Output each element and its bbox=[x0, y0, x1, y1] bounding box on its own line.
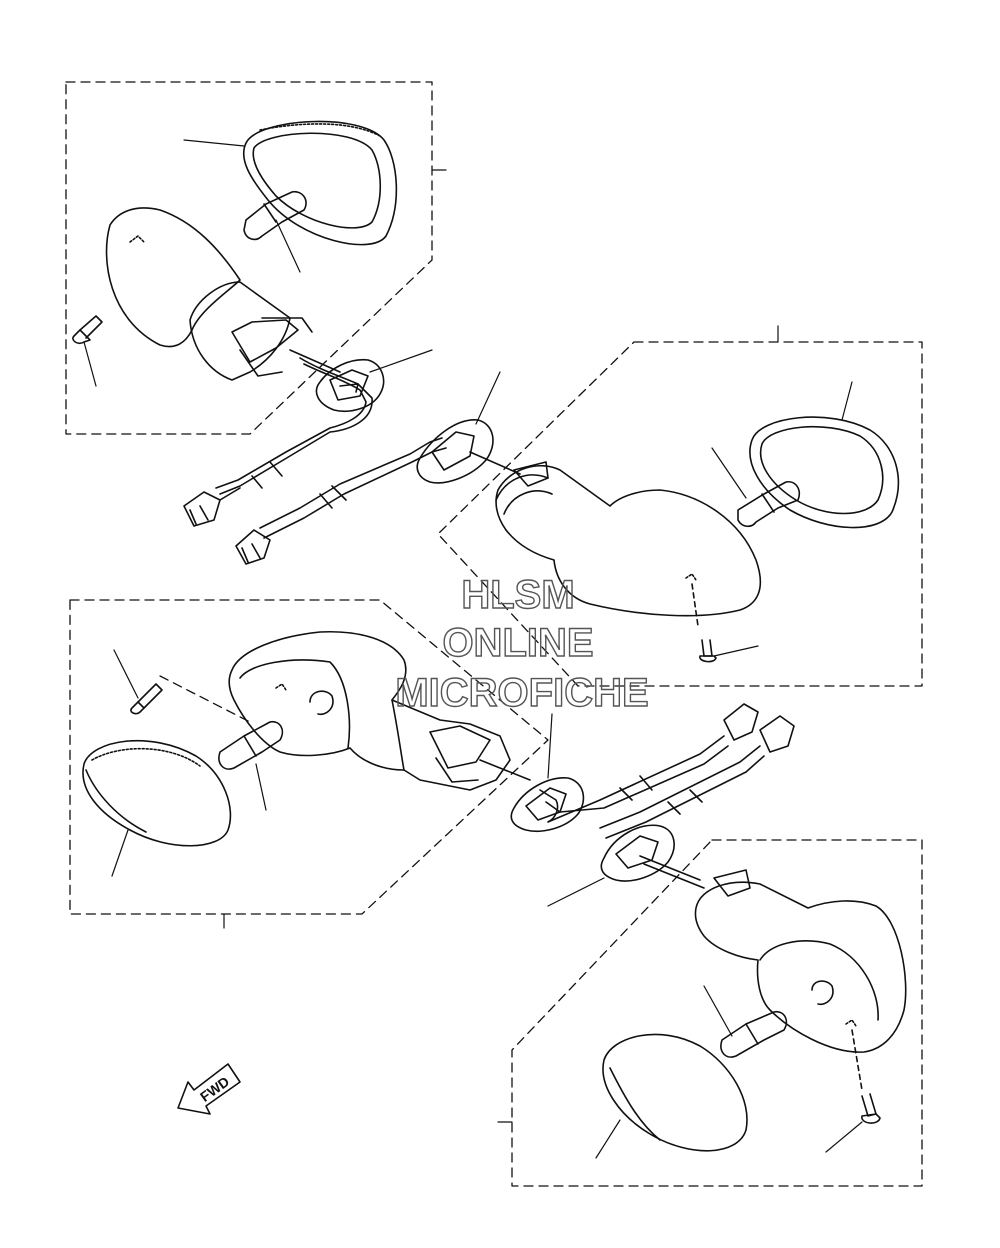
watermark-line-1: HLSM bbox=[461, 573, 574, 617]
housing-14 bbox=[105, 207, 313, 381]
lens-12 bbox=[749, 416, 900, 529]
watermark-line-2: ONLINE bbox=[442, 621, 593, 665]
wire-harness-5 bbox=[479, 703, 795, 839]
assembly-1-boundary bbox=[511, 839, 923, 1187]
housing-5 bbox=[228, 630, 511, 791]
lens-3 bbox=[602, 1033, 748, 1152]
wire-harness-14 bbox=[183, 349, 373, 527]
bulb-6 bbox=[218, 720, 284, 770]
fwd-arrow-icon: FWD bbox=[177, 1063, 241, 1115]
screw-13 bbox=[699, 639, 717, 663]
wire-harness-10 bbox=[235, 437, 447, 565]
bulb-2 bbox=[720, 1010, 788, 1058]
grommet-18-lower bbox=[416, 419, 494, 484]
housing-1 bbox=[694, 869, 907, 1091]
assembly-10-boundary bbox=[437, 341, 923, 687]
screw-4 bbox=[861, 1093, 881, 1124]
lens-7 bbox=[82, 739, 232, 847]
screw-8 bbox=[130, 675, 251, 723]
assembly-14-boundary bbox=[65, 81, 433, 435]
leader-lines bbox=[83, 139, 863, 1159]
housing-10 bbox=[469, 451, 762, 627]
bulb-15 bbox=[243, 190, 307, 241]
bulb-11 bbox=[737, 480, 801, 528]
screw-17 bbox=[72, 315, 103, 345]
watermark: HLSM ONLINE MICROFICHE bbox=[395, 572, 650, 715]
grommet-9-upper bbox=[510, 777, 585, 832]
lens-16 bbox=[242, 120, 398, 246]
watermark-line-3: MICROFICHE bbox=[395, 671, 648, 715]
assembly-5-boundary bbox=[69, 599, 549, 915]
grommet-9-lower bbox=[600, 824, 705, 889]
grommet-18-upper bbox=[315, 358, 385, 412]
